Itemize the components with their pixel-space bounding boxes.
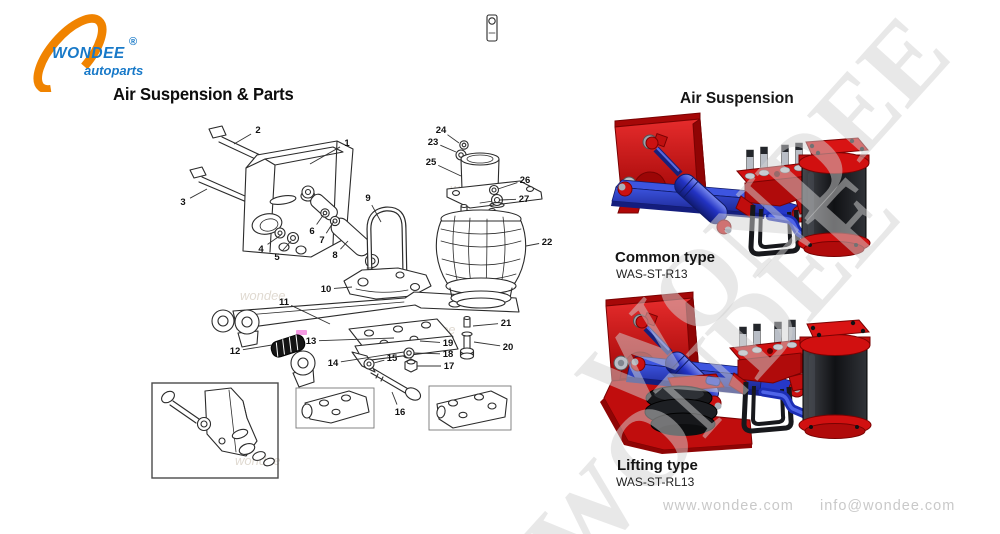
part-number-16: 16: [395, 407, 406, 418]
part-leader-2: [233, 133, 252, 145]
part-number-11: 11: [279, 297, 290, 308]
part-number-5: 5: [274, 252, 280, 263]
logo-brand: WONDEE: [52, 45, 125, 62]
lifting-type-render: [600, 291, 872, 454]
air-line: [765, 211, 819, 244]
lifting-type-model: WAS-ST-RL13: [616, 475, 695, 489]
common-type-render: [611, 112, 871, 257]
u-bolts: [741, 381, 794, 434]
part-number-1: 1: [344, 138, 350, 149]
diagram-watermark: wondee: [240, 288, 286, 303]
part-number-22: 22: [542, 237, 553, 248]
part-leader-3: [189, 188, 208, 199]
lift-air-bag: [644, 373, 725, 436]
part-number-14: 14: [328, 358, 339, 369]
logo-subtitle: autoparts: [84, 63, 144, 78]
part-hanger-bracket: [242, 140, 354, 258]
part-leader-12: [242, 344, 273, 351]
part-leader-13: [318, 337, 395, 342]
part-bushing-12: [270, 334, 306, 358]
part-top-plate: [343, 267, 432, 300]
part-bolts-20-21: [459, 315, 475, 360]
part-number-27: 27: [519, 194, 530, 205]
shock-absorber: [645, 136, 732, 235]
exploded-diagram: wondee wondee wondee wondee wondee: [151, 14, 552, 479]
air-spring-bag: [798, 319, 872, 439]
part-wear-plate-right: [428, 385, 512, 431]
part-number-23: 23: [428, 137, 439, 148]
part-eye-ears: [234, 309, 316, 388]
part-number-25: 25: [426, 157, 437, 168]
part-number-15: 15: [387, 353, 398, 364]
air-line: [758, 387, 812, 420]
logo: WONDEE ® autoparts: [28, 6, 198, 92]
part-number-24: 24: [436, 125, 447, 136]
part-leader-5: [281, 240, 292, 252]
part-leader-15: [373, 359, 385, 364]
part-number-10: 10: [321, 284, 332, 295]
part-nut-17-washer-18: [403, 347, 418, 373]
part-leader-7: [325, 220, 335, 234]
part-number-9: 9: [365, 193, 370, 204]
registered-mark: ®: [129, 36, 138, 48]
email-watermark: info@wondee.com: [820, 498, 956, 514]
part-leader-18: [413, 352, 441, 355]
right-panel-title: Air Suspension: [680, 90, 794, 107]
part-number-17: 17: [444, 361, 455, 372]
part-air-spring-bellows: [435, 203, 527, 309]
part-leader-25: [438, 164, 462, 177]
lifting-type-label: Lifting type: [617, 457, 698, 474]
part-mount-flange: [446, 180, 543, 209]
part-wear-plate-left: [295, 387, 375, 429]
part-washers-4-5: [274, 227, 300, 245]
part-leader-19: [419, 340, 441, 343]
part-number-13: 13: [306, 336, 317, 347]
part-number-26: 26: [520, 175, 531, 186]
common-type-label: Common type: [615, 249, 716, 266]
part-number-12: 12: [230, 346, 241, 357]
part-number-8: 8: [332, 250, 337, 261]
part-leader-27: [499, 198, 517, 201]
part-number-18: 18: [443, 349, 454, 360]
part-leader-14: [340, 351, 405, 363]
part-leader-10: [333, 286, 353, 289]
part-number-19: 19: [443, 338, 454, 349]
part-leader-11: [291, 305, 331, 325]
page-title: Air Suspension & Parts: [113, 84, 294, 104]
u-bolts: [748, 204, 801, 257]
part-leader-4: [267, 234, 282, 245]
part-number-2: 2: [255, 125, 260, 136]
part-air-cylinder: [455, 140, 500, 191]
part-leader-26: [497, 182, 518, 190]
part-leader-20: [473, 341, 501, 347]
website-watermark: www.wondee.com: [663, 498, 794, 514]
part-bolt-16: [370, 368, 422, 401]
part-leader-22: [525, 243, 540, 247]
logo-swoosh: [33, 14, 107, 92]
part-leader-23: [440, 144, 457, 153]
part-number-21: 21: [501, 318, 512, 329]
part-leader-6: [316, 213, 325, 225]
part-number-4: 4: [258, 244, 264, 255]
part-number-6: 6: [309, 226, 314, 237]
inset-detail-box: [151, 382, 279, 479]
part-axle-seat: [348, 318, 459, 373]
common-type-model: WAS-ST-R13: [616, 267, 688, 281]
part-leader-8: [340, 240, 349, 250]
top-clip-art: [486, 14, 498, 42]
part-number-3: 3: [180, 197, 185, 208]
part-leader-16: [391, 391, 398, 405]
part-number-20: 20: [503, 342, 514, 353]
part-leader-24: [447, 134, 460, 144]
pink-artifact: [296, 330, 307, 335]
part-leader-1: [309, 146, 341, 165]
part-leader-9: [371, 204, 382, 223]
air-spring-bag: [797, 137, 871, 257]
part-number-7: 7: [319, 235, 324, 246]
part-leader-21: [472, 323, 499, 327]
